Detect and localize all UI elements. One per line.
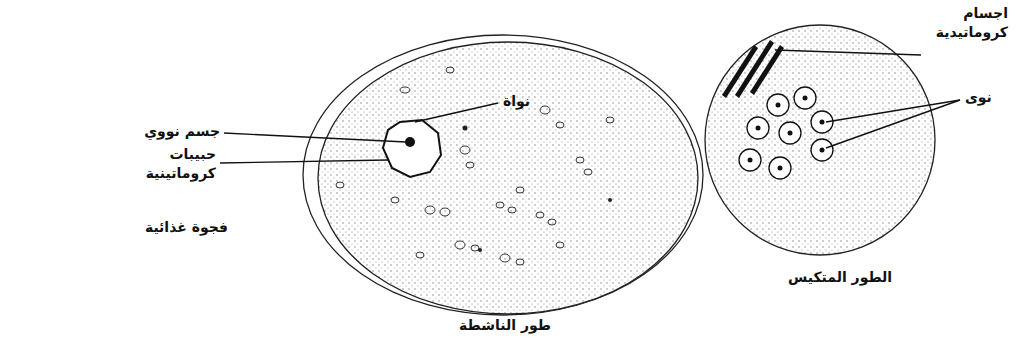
nuclei-label: نوى <box>965 88 992 107</box>
stage-title: الطور المتكيس <box>788 268 892 287</box>
chromatoid-label: اجسام كروماتيدية <box>918 4 1008 42</box>
stage-title: طور الناشطة <box>459 316 551 335</box>
trophozoite <box>303 35 703 315</box>
chromatin-granules-label: حبيبات كروماتينية <box>96 145 216 183</box>
nucleolus-label: جسم نووي <box>144 122 220 141</box>
cyst <box>705 25 935 255</box>
nucleus-label: نواة <box>503 92 530 111</box>
food-vacuole-label: فجوة غذائية <box>145 218 228 237</box>
leader-lines <box>220 50 960 163</box>
